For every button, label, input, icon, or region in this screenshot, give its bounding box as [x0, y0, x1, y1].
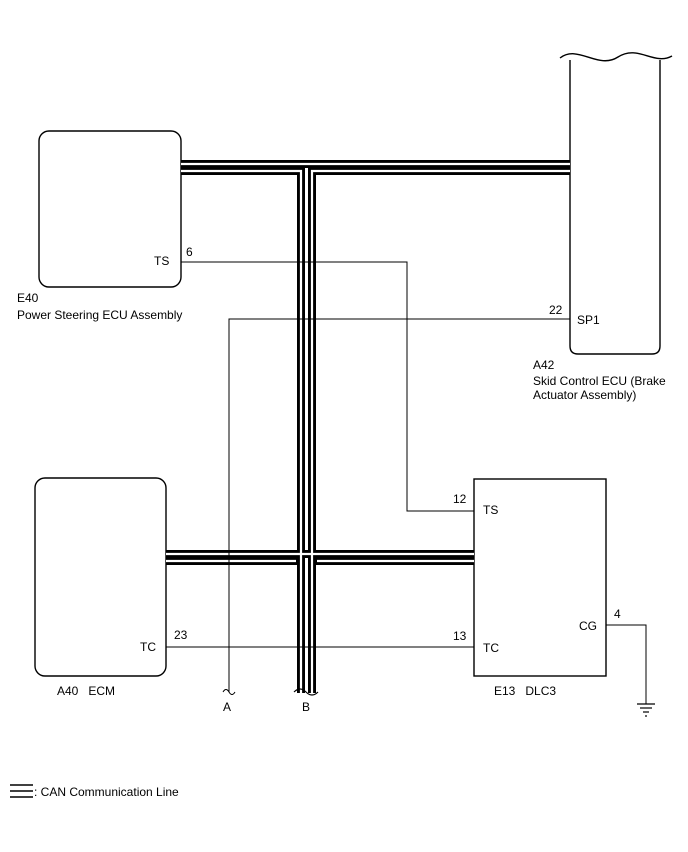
- cg-wire: [606, 624, 647, 704]
- e13-tc-pin-number: 13: [453, 629, 467, 643]
- e40-code: E40: [17, 291, 39, 305]
- a40-terminal-label: TC: [140, 640, 156, 654]
- connector-b-label: B: [302, 700, 310, 714]
- a40-pin-number: 23: [174, 628, 188, 642]
- e40-terminal-label: TS: [154, 254, 169, 268]
- ts-wire: [181, 261, 474, 512]
- signal-wires: [166, 261, 647, 704]
- connector-a-break: [222, 689, 236, 695]
- a42-pin-number: 22: [549, 303, 563, 317]
- e13-ts-label: TS: [483, 503, 498, 517]
- e40-ecu-box: [38, 130, 182, 288]
- e13-dlc3-box: [473, 478, 607, 677]
- a40-ecm-label: A40 ECM: [57, 684, 115, 698]
- legend-text: : CAN Communication Line: [34, 785, 179, 799]
- sp1-wire: [228, 318, 570, 692]
- ground-icon: [637, 703, 655, 717]
- a42-ecu-box: [559, 52, 673, 355]
- can-bus: [166, 160, 570, 695]
- e13-tc-label: TC: [483, 641, 499, 655]
- a42-name-line2: Actuator Assembly): [533, 388, 636, 402]
- e13-dlc3-label: E13 DLC3: [494, 684, 556, 698]
- connector-a-label: A: [223, 700, 231, 714]
- e13-cg-pin-number: 4: [614, 607, 621, 621]
- e40-name: Power Steering ECU Assembly: [17, 308, 182, 322]
- e13-cg-label: CG: [579, 619, 597, 633]
- connector-b-break: [293, 688, 319, 696]
- a40-ecm-box: [34, 477, 167, 677]
- e40-pin-number: 6: [186, 245, 193, 259]
- a42-name-line1: Skid Control ECU (Brake: [533, 374, 666, 388]
- a42-code: A42: [533, 358, 555, 372]
- can-line-legend-icon: [10, 784, 33, 798]
- e13-ts-pin-number: 12: [453, 492, 467, 506]
- a42-terminal-label: SP1: [577, 313, 600, 327]
